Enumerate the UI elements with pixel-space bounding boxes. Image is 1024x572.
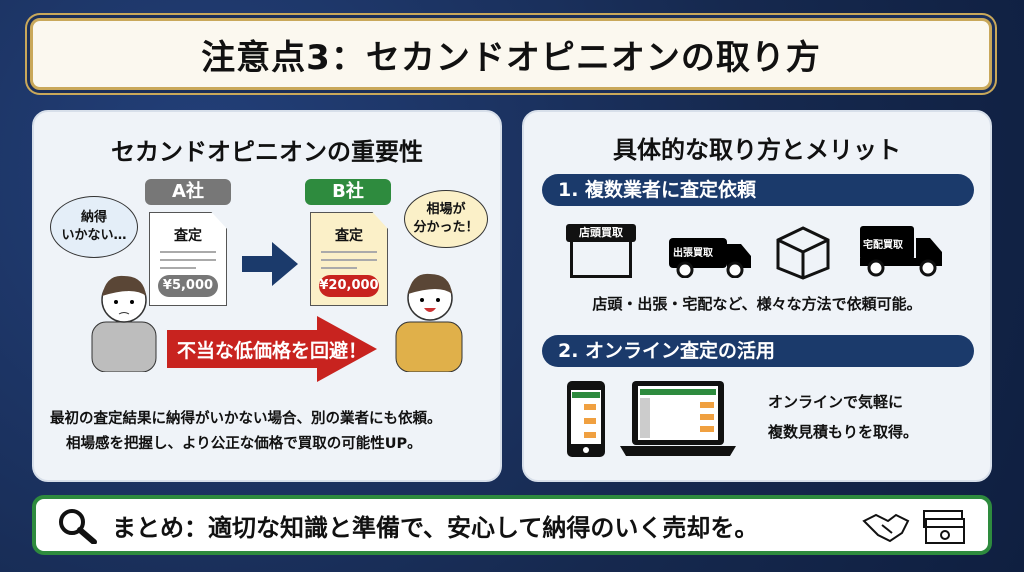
appraisal-doc-a: 査定 ¥5,000 [149, 212, 227, 306]
store-icon: 店頭買取 [566, 224, 636, 280]
summary-bar: まとめ：適切な知識と準備で、安心して納得のいく売却を。 [32, 495, 992, 555]
appraisal-doc-b: 査定 ¥20,000 [310, 212, 388, 306]
laptop-icon [620, 381, 736, 456]
smartphone-icon [567, 381, 605, 457]
handshake-icon [862, 513, 910, 543]
panel-heading: 具体的な取り方とメリット [613, 136, 901, 164]
methods-panel: 具体的な取り方とメリット 1. 複数業者に査定依頼 店頭買取 出張買取 宅配買取… [522, 110, 992, 482]
body-line-2: 相場感を把握し、より公正な価格で買取の可能性UP。 [66, 436, 422, 452]
body-line-1: 最初の査定結果に納得がいかない場合、別の業者にも依頼。 [50, 411, 442, 427]
speech-bubble-understood: 相場が 分かった！ [404, 190, 488, 248]
doc-label: 査定 [335, 228, 363, 244]
panel-heading: セカンドオピニオンの重要性 [111, 138, 423, 166]
visit-truck-icon: 出張買取 [669, 234, 753, 278]
price-a: ¥5,000 [158, 275, 218, 297]
magnifier-icon [59, 509, 97, 544]
delivery-truck-icon: 宅配買取 [860, 226, 944, 278]
step-2-line-1: オンラインで気軽に [768, 393, 904, 411]
doc-label: 査定 [174, 228, 202, 244]
price-b: ¥20,000 [319, 275, 379, 297]
company-b-badge: B社 [305, 179, 391, 205]
step-1-header: 1. 複数業者に査定依頼 [542, 174, 974, 206]
happy-person-icon [395, 273, 463, 372]
importance-panel: セカンドオピニオンの重要性 A社 B社 査定 ¥5,000 査定 ¥20,000… [32, 110, 502, 482]
arrow-text: 不当な低価格を回避！ [177, 340, 368, 362]
company-a-badge: A社 [145, 179, 231, 205]
money-stack-icon [923, 510, 965, 544]
speech-bubble-unsatisfied: 納得 いかない… [50, 196, 138, 258]
delivery-label: 宅配買取 [863, 240, 903, 251]
summary-text: まとめ：適切な知識と準備で、安心して納得のいく売却を。 [112, 513, 759, 542]
package-box-icon [776, 226, 830, 280]
visit-label: 出張買取 [673, 248, 713, 259]
step-2-header: 2. オンライン査定の活用 [542, 335, 974, 367]
right-arrow-icon [242, 242, 298, 286]
store-label: 店頭買取 [566, 224, 636, 242]
avoid-low-price-arrow: 不当な低価格を回避！ [167, 316, 377, 382]
step-1-text: 店頭・出張・宅配など、様々な方法で依頼可能。 [592, 295, 922, 313]
page-title: 注意点3：セカンドオピニオンの取り方 [30, 18, 992, 90]
confused-person-icon [91, 275, 157, 372]
step-2-line-2: 複数見積もりを取得。 [768, 423, 919, 441]
